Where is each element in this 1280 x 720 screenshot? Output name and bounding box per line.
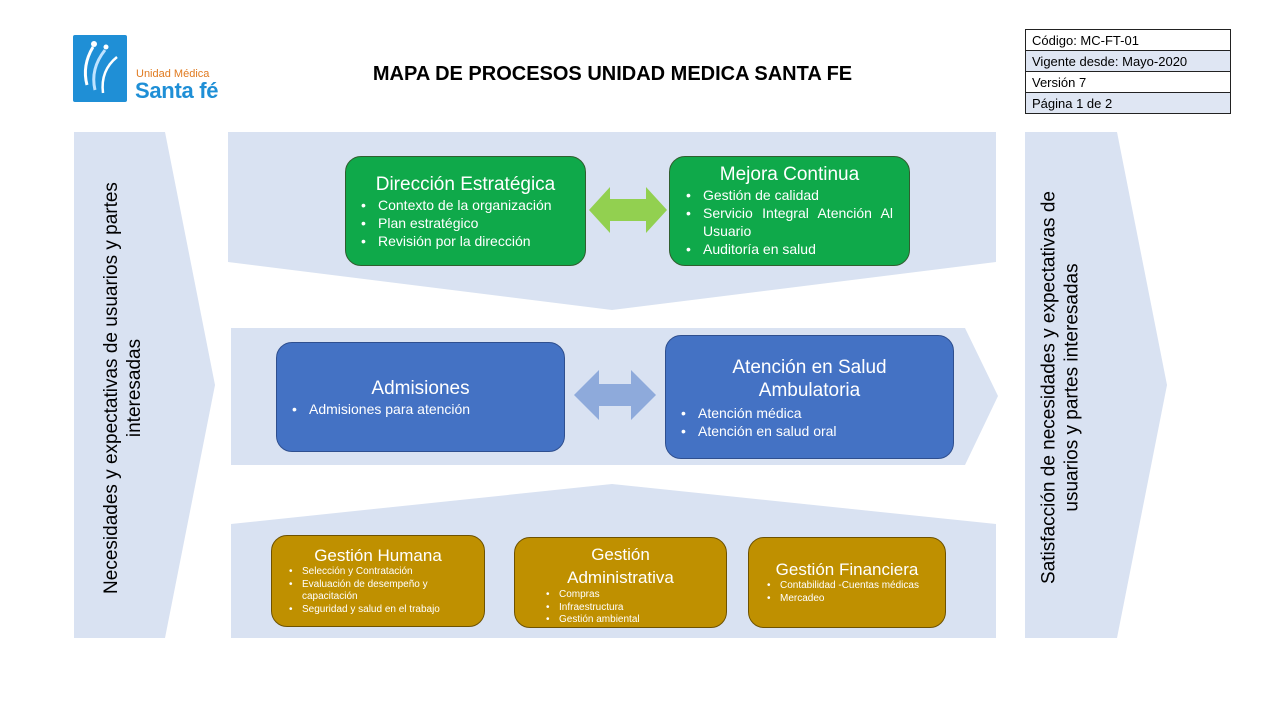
mission-double-arrow <box>574 370 656 420</box>
logo-line1: Unidad Médica <box>136 68 210 80</box>
gestion-administrativa-title: Gestión Administrativa <box>567 545 674 587</box>
direccion-estrategica-title: Dirección Estratégica <box>375 174 556 195</box>
output-arrow <box>1025 132 1167 638</box>
financiera-item: Contabilidad -Cuentas médicas <box>767 580 945 593</box>
doc-valid-from: Vigente desde: Mayo-2020 <box>1025 50 1231 72</box>
mejora-item: Auditoría en salud <box>686 240 893 258</box>
logo: Unidad Médica Santa fé <box>73 35 233 105</box>
financiera-item: Mercadeo <box>767 593 945 606</box>
left-side-label: Necesidades y expectativas de usuarios y… <box>101 182 145 594</box>
right-side-label: Satisfacción de necesidades y expectativ… <box>1038 191 1083 584</box>
humana-item: Evaluación de desempeño y capacitación <box>289 579 464 604</box>
administrativa-item: Gestión ambiental <box>546 614 726 627</box>
humana-item: Selección y Contratación <box>289 566 464 579</box>
input-arrow <box>74 132 215 638</box>
doc-version: Versión 7 <box>1025 71 1231 93</box>
gestion-financiera-box[interactable]: Gestión Financiera Contabilidad -Cuentas… <box>748 537 946 628</box>
admisiones-box[interactable]: Admisiones Admisiones para atención <box>276 342 565 452</box>
admisiones-title: Admisiones <box>371 378 470 399</box>
mejora-item: Gestión de calidad <box>686 186 893 204</box>
mejora-item: Servicio Integral Atención Al Usuario <box>686 204 893 240</box>
doc-code: Código: MC-FT-01 <box>1025 29 1231 51</box>
logo-line2: Santa fé <box>135 78 219 103</box>
mejora-continua-box[interactable]: Mejora Continua Gestión de calidad Servi… <box>669 156 910 266</box>
mejora-continua-title: Mejora Continua <box>719 164 860 185</box>
administrativa-item: Infraestructura <box>546 602 726 615</box>
gestion-humana-box[interactable]: Gestión Humana Selección y Contratación … <box>271 535 485 627</box>
direccion-estrategica-box[interactable]: Dirección Estratégica Contexto de la org… <box>345 156 586 266</box>
gestion-humana-title: Gestión Humana <box>314 546 442 565</box>
humana-item: Seguridad y salud en el trabajo <box>289 604 464 617</box>
page-title: MAPA DE PROCESOS UNIDAD MEDICA SANTA FE <box>372 63 853 85</box>
document-control-table: Código: MC-FT-01 Vigente desde: Mayo-202… <box>1025 29 1231 114</box>
gestion-administrativa-box[interactable]: Gestión Administrativa Compras Infraestr… <box>514 537 727 628</box>
atencion-item: Atención médica <box>681 404 953 422</box>
strategic-double-arrow <box>589 187 667 233</box>
admisiones-item: Admisiones para atención <box>292 400 564 418</box>
logo-mark <box>73 35 127 102</box>
doc-page: Página 1 de 2 <box>1025 92 1231 114</box>
atencion-salud-box[interactable]: Atención en Salud Ambulatoria Atención m… <box>665 335 954 459</box>
administrativa-item: Compras <box>546 589 726 602</box>
atencion-salud-title: Atención en Salud Ambulatoria <box>732 357 887 401</box>
direccion-item: Plan estratégico <box>361 214 585 232</box>
direccion-item: Revisión por la dirección <box>361 232 585 250</box>
direccion-item: Contexto de la organización <box>361 196 585 214</box>
atencion-item: Atención en salud oral <box>681 422 953 440</box>
gestion-financiera-title: Gestión Financiera <box>775 560 919 579</box>
